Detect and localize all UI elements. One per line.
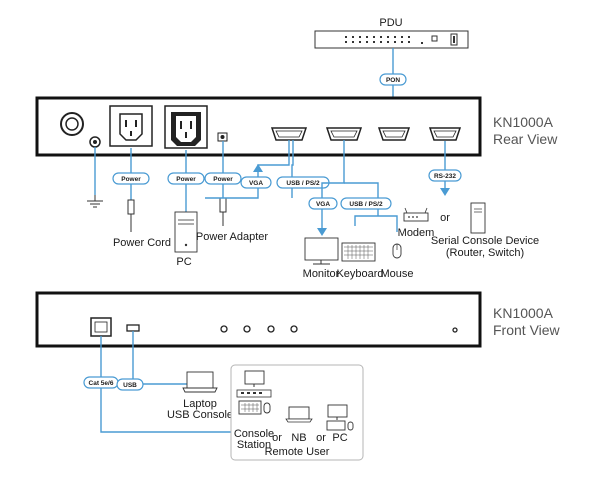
pon-tag: PON: [379, 73, 407, 86]
laptop-label: Laptop: [183, 398, 217, 410]
power-adapter-plug-icon: [219, 197, 227, 226]
or-label-2: or: [316, 432, 326, 444]
nb-label: NB: [291, 432, 306, 444]
cat-tag: Cat 5e/6: [83, 376, 119, 389]
monitor-icon: [304, 237, 339, 265]
modem-label: Modem: [398, 227, 435, 239]
station-label: Station: [237, 439, 271, 451]
svg-text:USB / PS/2: USB / PS/2: [349, 201, 383, 208]
front-panel: [35, 291, 482, 348]
power-adapter-label: Power Adapter: [196, 231, 268, 243]
power-tag-3: Power: [204, 172, 242, 185]
or-label-1: or: [272, 432, 282, 444]
svg-text:RS-232: RS-232: [434, 173, 456, 180]
rear-title: KN1000A: [493, 114, 554, 130]
front-subtitle: Front View: [493, 322, 561, 338]
remote-user-label: Remote User: [265, 446, 330, 458]
mouse-cable: [378, 215, 398, 232]
monitor-arrow-icon: [317, 228, 327, 236]
keyboard-label: Keyboard: [336, 268, 383, 280]
mouse-label: Mouse: [380, 268, 413, 280]
usb-tag: USB: [116, 378, 144, 391]
svg-text:Power: Power: [121, 176, 141, 183]
pc-remote-label: PC: [332, 432, 347, 444]
monitor-label: Monitor: [303, 268, 340, 280]
modem-icon: [403, 207, 429, 222]
svg-text:USB: USB: [123, 382, 137, 389]
serial-console-device-icon: [470, 202, 486, 234]
keyboard-icon: [341, 242, 376, 262]
remote-user-group: [230, 364, 364, 461]
svg-text:Power: Power: [213, 176, 233, 183]
pc-tower-icon: [174, 211, 198, 253]
pdu-label: PDU: [379, 17, 402, 29]
power-tag-1: Power: [112, 172, 150, 185]
serial-console-label: Serial Console Device: [431, 235, 539, 247]
rs232-arrow-icon: [440, 188, 450, 196]
usb-ps2-tag-pc: USB / PS/2: [276, 176, 330, 189]
pc-label: PC: [176, 256, 191, 268]
ground-icon: [87, 195, 103, 208]
svg-text:PON: PON: [386, 77, 400, 84]
or-label-rear: or: [440, 212, 450, 224]
vga-tag-console: VGA: [308, 197, 338, 210]
power-cord-label: Power Cord: [113, 237, 171, 249]
serial-console-sublabel: (Router, Switch): [446, 247, 524, 259]
usb-ps2-tag-console: USB / PS/2: [340, 197, 392, 210]
rear-panel: [35, 96, 482, 157]
front-title: KN1000A: [493, 305, 554, 321]
svg-text:Power: Power: [176, 176, 196, 183]
power-cord-plug-icon: [127, 199, 135, 232]
svg-text:Cat 5e/6: Cat 5e/6: [89, 380, 114, 387]
console-label: Console: [234, 428, 274, 440]
cat-cable: [100, 336, 241, 433]
svg-text:VGA: VGA: [249, 180, 263, 187]
rear-subtitle: Rear View: [493, 131, 558, 147]
svg-text:VGA: VGA: [316, 201, 330, 208]
usb-console-label: USB Console: [167, 409, 233, 421]
pc-arrow-icon: [253, 164, 263, 172]
mouse-icon: [392, 243, 402, 259]
power-tag-2: Power: [167, 172, 205, 185]
rs232-tag: RS-232: [428, 169, 462, 182]
vga-tag-pc: VGA: [240, 176, 272, 189]
svg-text:USB / PS/2: USB / PS/2: [286, 180, 320, 187]
keyboard-cable: [354, 215, 378, 226]
pdu-unit: PDU: [314, 17, 469, 49]
laptop-icon: [182, 371, 218, 393]
